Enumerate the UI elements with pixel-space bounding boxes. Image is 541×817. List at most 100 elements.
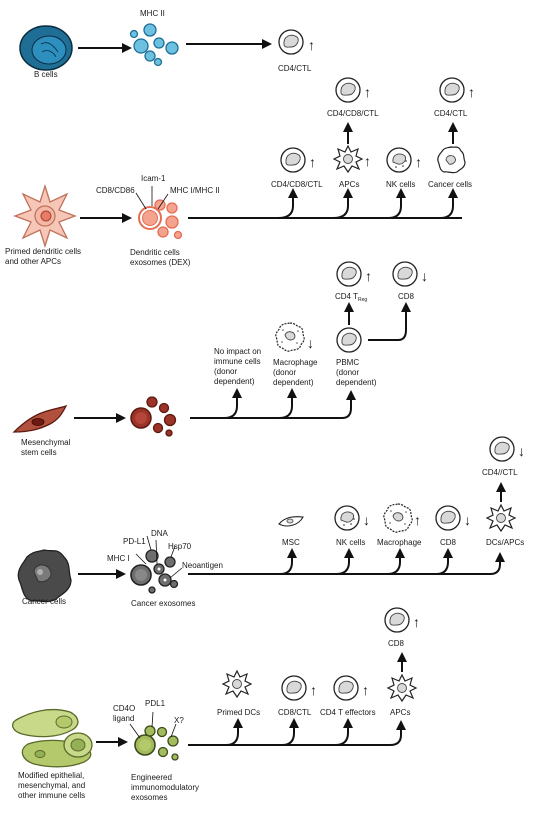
msc-macrophage-effect: ↓ <box>307 335 314 351</box>
cancer-cell-icon <box>17 549 72 603</box>
dex-apc-label: APCs <box>339 180 359 189</box>
cancer-nk-effect: ↓ <box>363 512 370 528</box>
cancer-msc-label: MSC <box>282 538 300 547</box>
cancer-exosomes <box>130 549 179 594</box>
dex-cancer-cell-icon <box>437 146 466 174</box>
msc-icon <box>12 404 68 433</box>
mhc-i-ii-label: MHC I/MHC II <box>170 186 220 195</box>
cancer-neoantigen-label: Neoantigen <box>182 561 223 570</box>
msc-cd8-effect: ↓ <box>421 268 428 284</box>
cancer-cd8-label: CD8 <box>440 538 457 547</box>
dex-secondary-cd4-cd8-effect: ↑ <box>364 84 371 100</box>
engineered-exosomes-label-1: Engineered <box>131 773 172 782</box>
cancer-cd4-ctl-cell-icon <box>489 436 515 462</box>
cancer-msc-icon <box>278 516 304 527</box>
msc-label-1: Mesenchymal <box>21 438 71 447</box>
eng-apc-label: APCs <box>390 708 410 717</box>
cd40-ligand-label-1: CD4O <box>113 704 135 713</box>
dex-cd4-cd8-label: CD4/CD8/CTL <box>271 180 323 189</box>
dex-secondary-cd4-cd8-cell-icon <box>335 77 361 103</box>
cancer-cd4-ctl-label: CD4//CTL <box>482 468 518 477</box>
b-cells-label: B cells <box>34 70 58 79</box>
dex-secondary-cd4-ctl-cell-icon <box>439 77 465 103</box>
cancer-macrophage-label: Macrophage <box>377 538 422 547</box>
mhc-ii-label: MHC II <box>140 9 165 18</box>
dex-secondary-cd4-ctl-effect: ↑ <box>468 84 475 100</box>
engineered-x-label: X? <box>174 716 184 725</box>
cancer-dc-apc-label: DCs/APCs <box>486 538 524 547</box>
eng-cd4-t-effectors-cell-icon <box>333 675 359 701</box>
dex-cd4-cd8-cell-icon <box>280 147 306 173</box>
eng-cd8-label: CD8 <box>388 639 405 648</box>
dex-label-2: exosomes (DEX) <box>130 258 191 267</box>
msc-macrophage-label-2: (donor <box>273 368 296 377</box>
cd8-cd86-label: CD8/CD86 <box>96 186 135 195</box>
eng-apc-cell-icon <box>387 674 417 702</box>
dex-cd4-cd8-effect: ↑ <box>309 154 316 170</box>
msc-no-impact-label-1: No impact on <box>214 347 261 356</box>
b-cell-exosomes <box>129 23 179 67</box>
msc-treg-label: CD4 TReg <box>335 292 367 303</box>
msc-macrophage-icon <box>275 322 305 352</box>
engineered-exosomes <box>134 725 179 761</box>
cancer-cd8-cell-icon <box>435 505 461 531</box>
cancer-dna-label: DNA <box>151 529 169 538</box>
cancer-cd8-effect: ↓ <box>464 512 471 528</box>
msc-treg-effect: ↑ <box>365 268 372 284</box>
eng-cd4-t-effectors-label: CD4 T effectors <box>320 708 376 717</box>
dex-cancer-label: Cancer cells <box>428 180 472 189</box>
cd4-ctl-effect: ↑ <box>308 37 315 53</box>
section-engineered: Modified epithelial, mesenchymal, and ot… <box>11 607 420 802</box>
primed-dc-label-2: and other APCs <box>5 257 61 266</box>
modified-cells-icon <box>11 708 93 768</box>
cancer-hsp70-label: Hsp70 <box>168 542 192 551</box>
eng-cd4-t-effectors-effect: ↑ <box>362 682 369 698</box>
dex-nk-label: NK cells <box>386 180 415 189</box>
section-cancer-cells: Cancer cells MHC I PD-L1 DNA Hsp70 Neoan… <box>17 436 525 608</box>
dex-label-1: Dendritic cells <box>130 248 180 257</box>
cancer-macrophage-icon <box>383 503 413 533</box>
cancer-mhc-i-label: MHC I <box>107 554 130 563</box>
msc-cd8-cell-icon <box>392 261 418 287</box>
cancer-macrophage-effect: ↑ <box>414 512 421 528</box>
msc-label-2: stem cells <box>21 448 57 457</box>
eng-cd8-ctl-cell-icon <box>281 675 307 701</box>
icam-1-label: Icam-1 <box>141 174 166 183</box>
cancer-nk-label: NK cells <box>336 538 365 547</box>
engineered-pdl1-label: PDL1 <box>145 699 166 708</box>
cancer-nk-cell-icon <box>334 505 360 531</box>
cd4-ctl-label: CD4/CTL <box>278 64 312 73</box>
section-mesenchymal-stem-cells: Mesenchymal stem cells No impact on immu… <box>12 261 428 457</box>
dex-nk-cell-icon <box>386 147 412 173</box>
eng-cd8-ctl-label: CD8/CTL <box>278 708 312 717</box>
dex-secondary-cd4-cd8-label: CD4/CD8/CTL <box>327 109 379 118</box>
msc-pbmc-label-2: (donor <box>336 368 359 377</box>
msc-macrophage-label-1: Macrophage <box>273 358 318 367</box>
engineered-exosomes-label-2: immunomodulatory <box>131 783 199 792</box>
msc-macrophage-label-3: dependent) <box>273 378 314 387</box>
cancer-pd-l1-label: PD-L1 <box>123 537 146 546</box>
section-b-cells: B cells MHC II ↑ CD4/CTL <box>19 9 315 79</box>
msc-no-impact-label-4: dependent) <box>214 377 255 386</box>
msc-no-impact-label-3: (donor <box>214 367 237 376</box>
eng-primed-dc-cell-icon <box>222 670 252 698</box>
modified-cells-label-3: other immune cells <box>18 791 85 800</box>
msc-pbmc-cell-icon <box>336 327 362 353</box>
dex-apc-effect: ↑ <box>364 153 371 169</box>
cd40-ligand-label-2: ligand <box>113 714 134 723</box>
dex-secondary-cd4-ctl-label: CD4/CTL <box>434 109 468 118</box>
eng-primed-dc-label: Primed DCs <box>217 708 260 717</box>
modified-cells-label-1: Modified epithelial, <box>18 771 84 780</box>
msc-pbmc-label-3: dependent) <box>336 378 377 387</box>
cancer-cells-label: Cancer cells <box>22 597 66 606</box>
msc-treg-label-sub: Reg <box>358 297 367 303</box>
cancer-dc-apc-cell-icon <box>486 504 516 532</box>
msc-pbmc-label-1: PBMC <box>336 358 359 367</box>
msc-exosomes <box>130 396 177 437</box>
dex-exosomes <box>138 199 183 240</box>
eng-cd8-cell-icon <box>384 607 410 633</box>
msc-treg-label-main: CD4 T <box>335 292 358 301</box>
cancer-exosomes-label: Cancer exosomes <box>131 599 195 608</box>
section-dendritic-cells: Primed dendritic cells and other APCs Ic… <box>5 77 475 267</box>
